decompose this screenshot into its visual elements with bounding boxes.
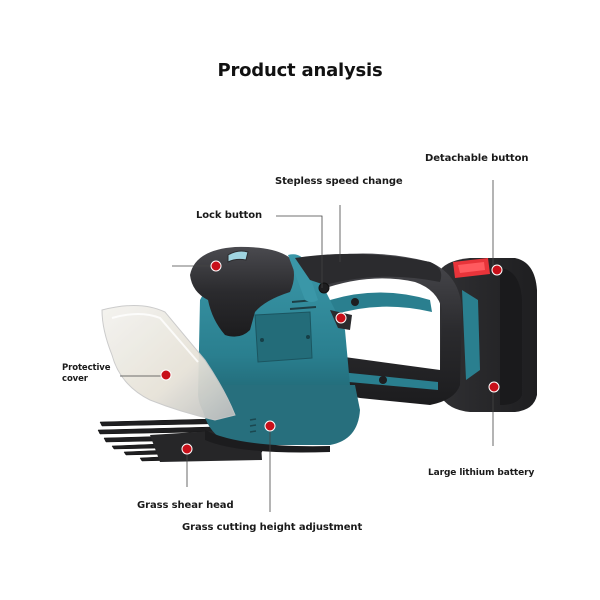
leader-lines bbox=[120, 180, 494, 512]
label-stepless-speed-change: Stepless speed change bbox=[275, 176, 403, 187]
marker-shear-head bbox=[181, 443, 193, 455]
markers bbox=[160, 260, 503, 455]
marker-protective-cover bbox=[160, 369, 172, 381]
marker-front-button bbox=[210, 260, 222, 272]
label-large-lithium-battery: Large lithium battery bbox=[428, 468, 535, 478]
label-detachable-button: Detachable button bbox=[425, 153, 529, 164]
label-grass-cutting-height-adjustment: Grass cutting height adjustment bbox=[182, 522, 363, 533]
label-lock-button: Lock button bbox=[196, 210, 263, 221]
marker-height-adjustment bbox=[264, 420, 276, 432]
marker-speed-trigger bbox=[335, 312, 347, 324]
marker-detachable-button bbox=[491, 264, 503, 276]
label-grass-shear-head: Grass shear head bbox=[137, 500, 234, 511]
marker-battery bbox=[488, 381, 500, 393]
page-title: Product analysis bbox=[217, 60, 383, 81]
label-protective-cover: Protective cover bbox=[62, 363, 111, 384]
protective-cover-shape bbox=[101, 304, 236, 421]
